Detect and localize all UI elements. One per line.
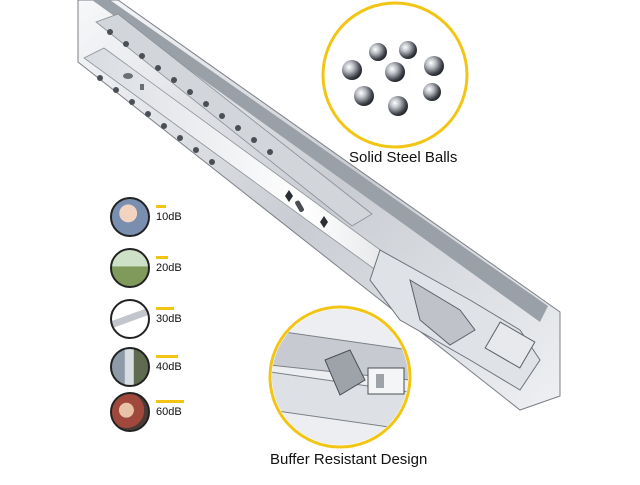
drawer-slide-rail bbox=[77, 0, 561, 411]
noise-bar bbox=[156, 205, 166, 208]
noise-bar bbox=[156, 256, 168, 259]
noise-level-40db: 40dB bbox=[110, 347, 210, 387]
woman-in-field-icon bbox=[110, 248, 150, 288]
noise-label: 10dB bbox=[156, 211, 182, 223]
slide-mechanism-icon bbox=[110, 299, 150, 339]
people-talking-icon bbox=[110, 392, 150, 432]
noise-label: 40dB bbox=[156, 361, 182, 373]
noise-level-10db: 10dB bbox=[110, 197, 210, 237]
noise-label: 30dB bbox=[156, 313, 182, 325]
noise-label: 20dB bbox=[156, 262, 182, 274]
noise-bar bbox=[156, 400, 184, 403]
noise-level-30db: 30dB bbox=[110, 299, 210, 339]
noise-level-60db: 60dB bbox=[110, 392, 210, 432]
buffer-caption: Buffer Resistant Design bbox=[270, 451, 428, 468]
street-icon bbox=[110, 347, 150, 387]
noise-bar bbox=[156, 307, 174, 310]
steel-balls-caption: Solid Steel Balls bbox=[349, 149, 458, 166]
noise-label: 60dB bbox=[156, 406, 182, 418]
buffer-mechanism-inset bbox=[268, 305, 412, 449]
sleeping-baby-icon bbox=[110, 197, 150, 237]
steel-balls-inset bbox=[321, 1, 469, 149]
noise-bar bbox=[156, 355, 178, 358]
noise-level-20db: 20dB bbox=[110, 248, 210, 288]
